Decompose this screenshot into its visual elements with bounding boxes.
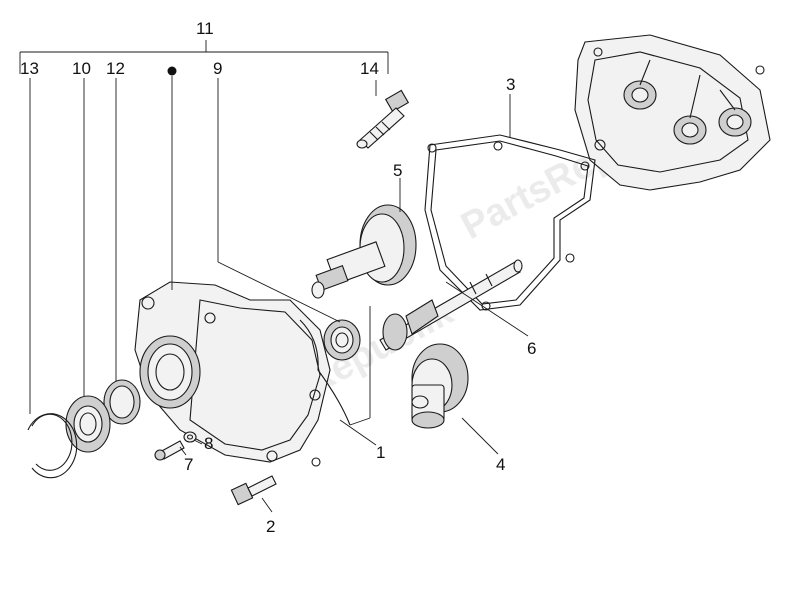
gear-shaft-5 (311, 204, 417, 299)
oil-seal-12 (103, 379, 141, 425)
leader-lines (29, 66, 529, 513)
callout-12: 12 (106, 59, 125, 78)
housing-gasket (424, 134, 596, 311)
front-cover-1 (134, 281, 351, 467)
screw-7 (154, 440, 185, 461)
washer-8 (183, 431, 197, 443)
callout-13: 13 (20, 59, 39, 78)
rear-gear-housing (574, 34, 771, 191)
bearing-10 (65, 395, 111, 453)
callout-3: 3 (506, 75, 515, 94)
callout-dot (167, 66, 177, 76)
callout-8: 8 (204, 434, 213, 453)
bolt-14 (356, 89, 410, 149)
callout-9: 9 (213, 59, 222, 78)
circlip-13 (27, 413, 78, 479)
callout-1: 1 (376, 443, 385, 462)
callout-4: 4 (496, 455, 505, 474)
callout-10: 10 (72, 59, 91, 78)
gear-4 (411, 343, 469, 429)
bolt-2 (230, 475, 277, 506)
bracket-11 (19, 40, 389, 74)
callout-11: 11 (196, 19, 214, 38)
callout-6: 6 (527, 339, 536, 358)
callout-2: 2 (266, 517, 275, 536)
callout-7: 7 (184, 455, 193, 474)
callout-14: 14 (360, 59, 379, 78)
callout-5: 5 (393, 161, 402, 180)
output-shaft-6 (379, 259, 523, 351)
bearing-9 (323, 319, 361, 361)
